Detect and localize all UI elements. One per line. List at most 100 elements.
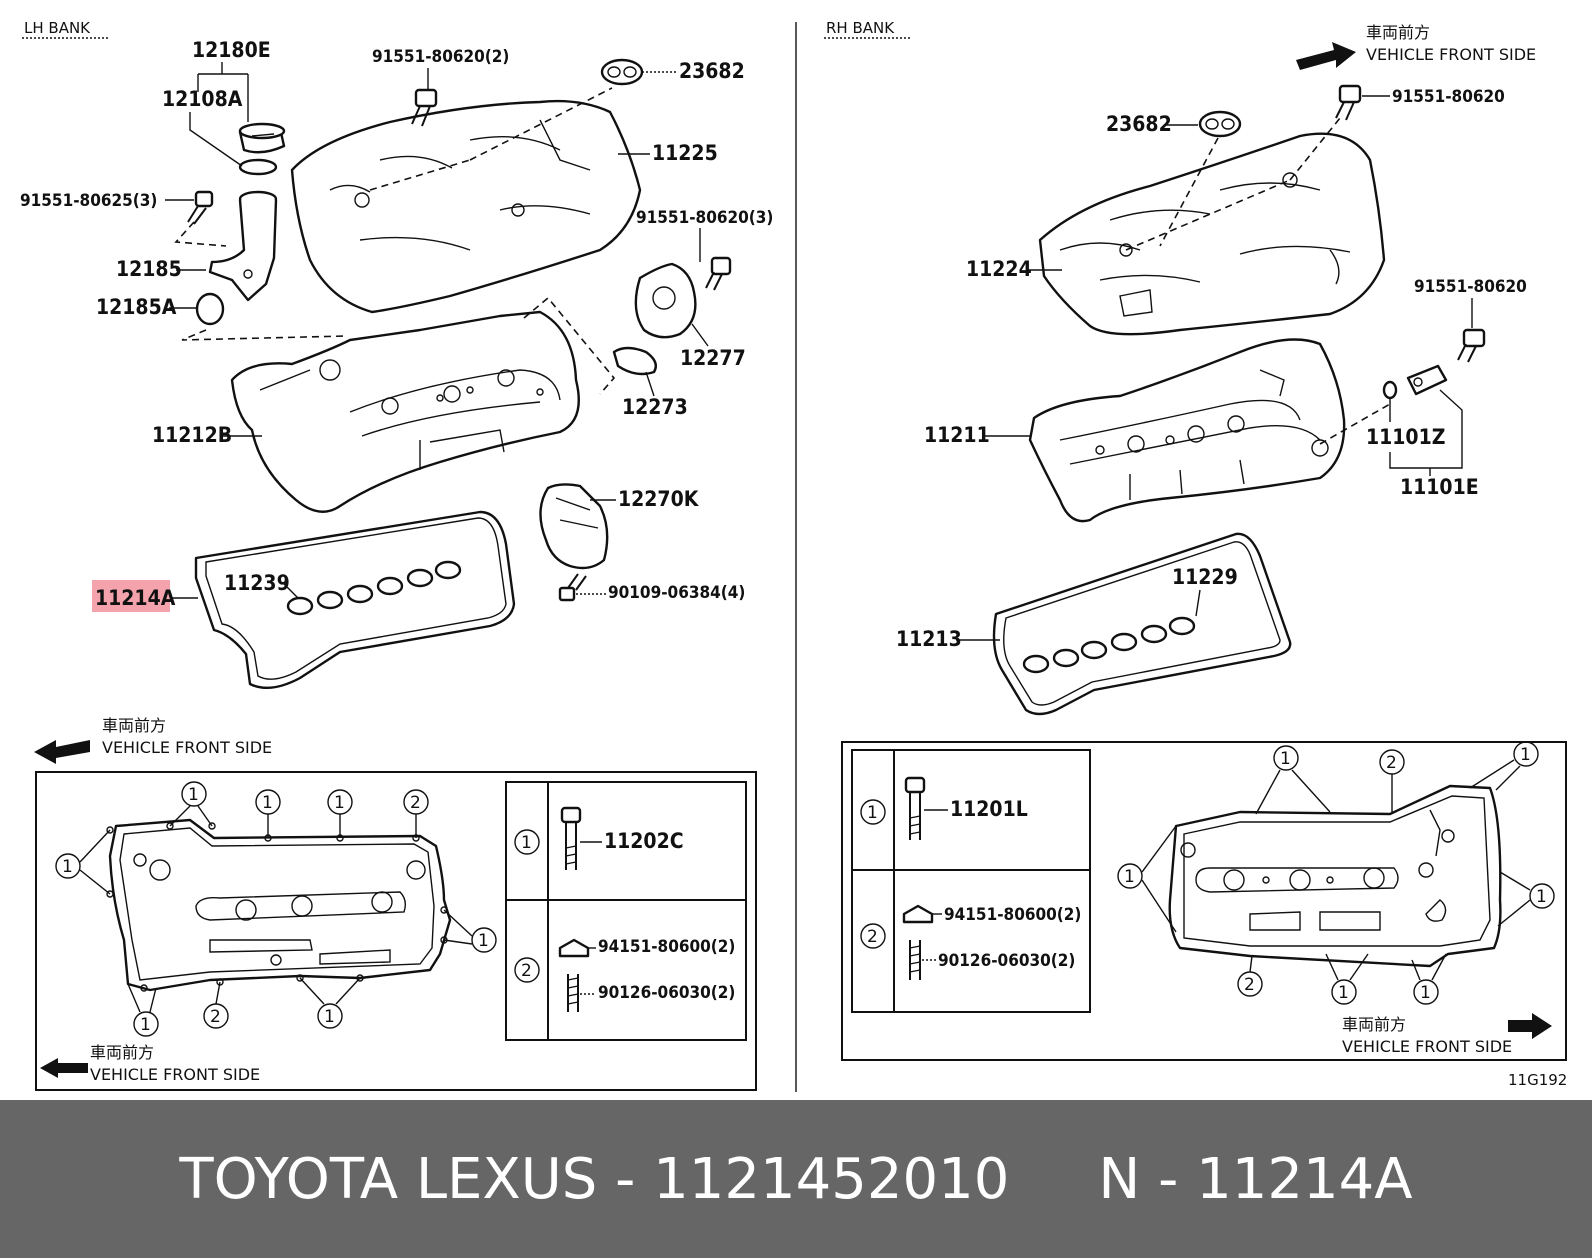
- label-12185A: 12185A: [96, 295, 177, 319]
- rh-legend-90126-06030: 90126-06030(2): [938, 951, 1075, 971]
- label-11101Z: 11101Z: [1366, 425, 1445, 449]
- oil-filler-neck: [208, 190, 278, 302]
- svg-text:1: 1: [478, 931, 489, 951]
- bolt-90109-06384: [558, 573, 587, 602]
- plug-tube-gasket-11229: [1022, 616, 1196, 674]
- oil-filler-cap: [238, 122, 286, 154]
- svg-text:1: 1: [1536, 887, 1547, 907]
- svg-text:1: 1: [1280, 749, 1291, 769]
- rh-bank-label: RH BANK: [826, 19, 895, 37]
- svg-text:1: 1: [1520, 745, 1531, 765]
- svg-text:1: 1: [334, 793, 345, 813]
- rh-callouts: 1 2 1 1 1 2 1 1: [1117, 741, 1555, 1005]
- bolt-91551-80620-rh-side: [1457, 328, 1486, 363]
- label-12108A: 12108A: [162, 87, 243, 111]
- label-23682-lh: 23682: [679, 59, 745, 83]
- lh-front-arrow-icon: [34, 740, 90, 764]
- label-90109-06384: 90109-06384(4): [608, 583, 745, 603]
- lh-legend-11202C: 11202C: [604, 829, 684, 853]
- parts-diagram: LH BANK 12180E 12108A 91551-80625(3) 121…: [20, 19, 1567, 1092]
- sensor-o-ring-11101Z: [1382, 380, 1398, 400]
- rh-legend-94151-80600: 94151-80600(2): [944, 905, 1081, 925]
- lh-front-jp: 車両前方: [102, 716, 166, 735]
- engine-cover-11224: [1038, 132, 1386, 336]
- label-12185: 12185: [116, 257, 182, 281]
- gasket-12273: [612, 346, 657, 376]
- lh-legend-94151-80600: 94151-80600(2): [598, 937, 735, 957]
- label-12180E: 12180E: [192, 38, 271, 62]
- label-11211: 11211: [924, 423, 990, 447]
- filler-gasket: [238, 158, 278, 176]
- svg-text:2: 2: [410, 793, 421, 813]
- svg-text:2: 2: [867, 927, 878, 947]
- svg-text:1: 1: [1124, 867, 1135, 887]
- svg-text:2: 2: [1244, 975, 1255, 995]
- rh-bolt-layout-box: [841, 741, 1567, 1061]
- rh-legend-table: 1 2 11201L 94151-80600(2) 90126-06030(2): [851, 749, 1091, 1013]
- label-11214A: 11214A: [95, 586, 176, 610]
- engine-cover-11225: [290, 99, 642, 314]
- svg-text:1: 1: [324, 1007, 335, 1027]
- lh-bank-label: LH BANK: [24, 19, 91, 37]
- svg-text:1: 1: [62, 857, 73, 877]
- rh-front-jp: 車両前方: [1366, 23, 1430, 42]
- svg-text:2: 2: [210, 1007, 221, 1027]
- rh-front-en: VEHICLE FRONT SIDE: [1366, 45, 1536, 64]
- label-12273: 12273: [622, 395, 688, 419]
- lh-legend-90126-06030: 90126-06030(2): [598, 983, 735, 1003]
- label-11224: 11224: [966, 257, 1032, 281]
- bolt-91551-80625: [187, 190, 214, 225]
- label-91551-80620-2: 91551-80620(2): [372, 47, 509, 67]
- rh-bottom-front-jp: 車両前方: [1342, 1015, 1406, 1034]
- cam-housing-plug-12277: [634, 262, 697, 339]
- svg-text:1: 1: [867, 803, 878, 823]
- part-number-title: TOYOTA LEXUS - 1121452010 N - 11214A: [179, 1146, 1413, 1212]
- cylinder-head-cover-11211: [1028, 338, 1346, 523]
- rh-front-arrow-icon: [1296, 42, 1356, 70]
- cylinder-head-cover-11212B: [230, 310, 580, 513]
- plug-tube-gasket-11239: [286, 560, 462, 616]
- label-11229: 11229: [1172, 565, 1238, 589]
- rh-bottom-front-arrow-icon: [1508, 1013, 1552, 1039]
- lh-front-en: VEHICLE FRONT SIDE: [102, 738, 272, 757]
- label-11101E: 11101E: [1400, 475, 1479, 499]
- bolt-91551-80620-top: [411, 88, 438, 127]
- lh-legend-table: 1 2 11202C 94151-80600(2) 90126-06030(2): [505, 781, 747, 1041]
- lh-callouts: 1 1 1 2 1 1 1 2 1: [55, 781, 497, 1037]
- lh-bolt-layout-box: [35, 771, 757, 1091]
- rh-legend-11201L: 11201L: [950, 797, 1028, 821]
- svg-text:2: 2: [521, 961, 532, 981]
- label-11239: 11239: [224, 571, 290, 595]
- lh-bottom-front-arrow-icon: [40, 1058, 88, 1078]
- label-91551-80625: 91551-80625(3): [20, 191, 157, 211]
- oil-separator-12270K: [539, 483, 609, 570]
- grommet-23682-lh: [600, 58, 644, 86]
- svg-text:1: 1: [521, 833, 532, 853]
- lh-bottom-front-en: VEHICLE FRONT SIDE: [90, 1065, 260, 1084]
- bolt-91551-80620-3: [705, 256, 732, 291]
- svg-text:1: 1: [1420, 983, 1431, 1003]
- label-11225: 11225: [652, 141, 718, 165]
- label-23682-rh: 23682: [1106, 112, 1172, 136]
- filler-o-ring: [195, 292, 225, 326]
- label-91551-80620-3: 91551-80620(3): [636, 208, 773, 228]
- label-12277: 12277: [680, 346, 746, 370]
- footer-banner: TOYOTA LEXUS - 1121452010 N - 11214A: [0, 1100, 1592, 1258]
- svg-text:1: 1: [140, 1015, 151, 1035]
- grommet-23682-rh: [1198, 110, 1242, 138]
- svg-text:2: 2: [1386, 753, 1397, 773]
- head-cover-gasket-11213: [992, 532, 1292, 716]
- svg-text:1: 1: [188, 785, 199, 805]
- label-11212B: 11212B: [152, 423, 232, 447]
- bolt-91551-80620-rh-top: [1335, 84, 1362, 121]
- label-12270K: 12270K: [618, 487, 700, 511]
- figure-id: 11G192: [1508, 1071, 1567, 1089]
- label-91551-80620-rh2: 91551-80620: [1414, 277, 1527, 297]
- highlight-11214A: [92, 580, 170, 612]
- rh-bolt-layout-cover: [1168, 784, 1502, 968]
- rh-bottom-front-en: VEHICLE FRONT SIDE: [1342, 1037, 1512, 1056]
- lh-bottom-front-jp: 車両前方: [90, 1043, 154, 1062]
- svg-text:1: 1: [1338, 983, 1349, 1003]
- label-11213: 11213: [896, 627, 962, 651]
